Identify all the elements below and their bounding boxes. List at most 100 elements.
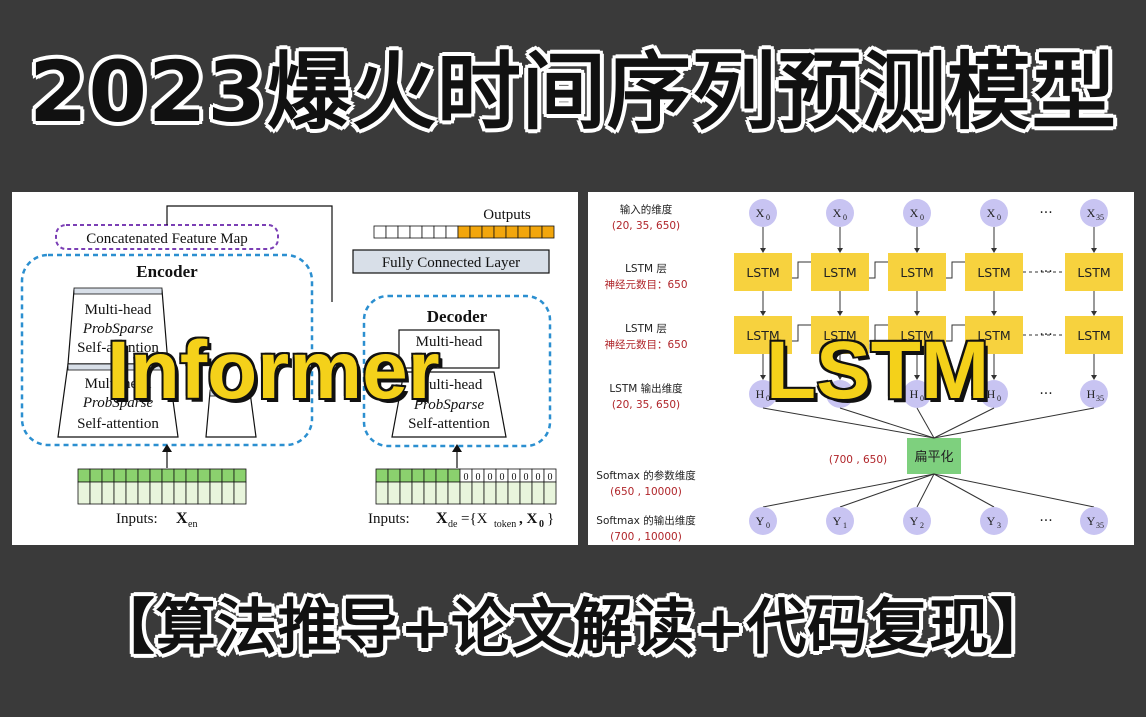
out-dim-value: (20, 35, 650)	[612, 399, 680, 411]
decoder-top-block	[398, 329, 500, 369]
h-to-flatten-line	[839, 407, 935, 439]
enc-inputs-sub: en	[188, 519, 197, 530]
lstm-layer2-cell-label: LSTM	[746, 328, 779, 343]
encoder-input-cell	[113, 481, 127, 505]
lstm-layer2-recurrent	[792, 324, 811, 342]
outputs-grid	[373, 225, 555, 239]
decoder-input-cell	[483, 481, 497, 505]
y-node-sub: 0	[766, 521, 770, 530]
decoder-input-cell-top	[375, 468, 389, 483]
x-to-lstm-arrow-head	[837, 248, 843, 253]
h-to-flatten-line	[762, 407, 935, 439]
lstm-overlay-label: LSTM	[764, 325, 990, 416]
encoder-input-cell-top	[197, 468, 211, 483]
x-node-circle	[1080, 199, 1108, 227]
lstm-layer2-recurrent	[946, 324, 965, 342]
h-node-label: H	[987, 387, 996, 401]
page-subtitle: 【算法推导+论文解读+代码复现】	[94, 593, 1052, 663]
lstm-to-h-arrow-head	[760, 375, 766, 380]
lstm-layer-link-head	[914, 311, 920, 316]
lstm-layer2-cell-box	[888, 316, 946, 354]
encoder-input-cell-top	[209, 468, 223, 483]
decoder-box	[362, 294, 552, 448]
h-to-flatten-line	[916, 407, 935, 439]
x-node-circle	[903, 199, 931, 227]
decoder-input-cell	[531, 481, 545, 505]
output-cell	[505, 225, 519, 239]
encoder-input-cell-top	[101, 468, 115, 483]
x-to-lstm-arrow-head	[914, 248, 920, 253]
lstm-layer1-cell-box	[965, 253, 1023, 291]
x-node-label: X	[987, 206, 996, 220]
decoder-input-cell	[423, 481, 437, 505]
dec-inputs-sub: de	[448, 519, 458, 530]
lstm-to-h-arrow-head	[914, 375, 920, 380]
decoder-input-cell-top	[435, 468, 449, 483]
h-node-label: H	[756, 387, 765, 401]
h-node-sub: 0	[997, 394, 1001, 403]
lstm-layer1-cell-box	[1065, 253, 1123, 291]
encoder-input-cell-top	[137, 468, 151, 483]
lstm-to-h-arrow-head	[991, 375, 997, 380]
encoder-block-2-cap	[67, 363, 169, 371]
dec-inputs-token-sub: token	[494, 519, 516, 530]
output-cell	[373, 225, 387, 239]
encoder-input-cell-top	[221, 468, 235, 483]
encoder-input-cell-top	[149, 468, 163, 483]
h-node-circle	[980, 380, 1008, 408]
lstm-to-h-arrow-head	[837, 375, 843, 380]
x-node-sub: 0	[920, 213, 924, 222]
ellipsis-4: ···	[1039, 513, 1052, 529]
x-to-lstm-arrow-head	[991, 248, 997, 253]
encoder-input-cell-top	[89, 468, 103, 483]
h-node-circle	[826, 380, 854, 408]
x-node-sub: 0	[997, 213, 1001, 222]
lstm-layer2-cell-box	[1065, 316, 1123, 354]
y-node-sub: 35	[1096, 521, 1104, 530]
h-node-label: H	[910, 387, 919, 401]
x-to-lstm-arrow-head	[1091, 248, 1097, 253]
encoder-input-cell-top	[113, 468, 127, 483]
x-node-circle	[980, 199, 1008, 227]
lstm-layer1-cell-label: LSTM	[900, 265, 933, 280]
decoder-zero-token: 0	[464, 472, 469, 483]
y-node-label: Y	[756, 514, 765, 528]
lstm-layer2-cell-box	[734, 316, 792, 354]
output-cell	[481, 225, 495, 239]
y-node-label: Y	[987, 514, 996, 528]
h-node-label: H	[833, 387, 842, 401]
decoder-title: Decoder	[427, 307, 488, 326]
enc1-line3: Self-attention	[77, 340, 159, 356]
flatten-to-y-line	[933, 473, 1095, 508]
softmax-param-title: Softmax 的参数维度	[596, 469, 696, 482]
dec-line3: Self-attention	[408, 416, 490, 432]
decoder-input-arrowhead	[452, 444, 462, 452]
x-node-label: X	[1087, 206, 1096, 220]
h-to-flatten-line	[933, 407, 995, 439]
flatten-box	[907, 438, 961, 474]
lstm-diagram-panel: 输入的维度 (20, 35, 650) LSTM 层 神经元数目：650 LST…	[588, 192, 1134, 545]
input-dim-title: 输入的维度	[620, 203, 673, 216]
y-node-sub: 1	[843, 521, 847, 530]
enc-inputs-label: Inputs:	[116, 511, 158, 527]
encoder-input-cell	[185, 481, 199, 505]
encoder-input-cell	[197, 481, 211, 505]
output-cell	[421, 225, 435, 239]
encoder-input-cell-top	[77, 468, 91, 483]
decoder-input-cell-top	[411, 468, 425, 483]
softmax-out-title: Softmax 的输出维度	[596, 514, 696, 527]
flatten-to-y-line	[839, 473, 935, 508]
decoder-input-cell	[387, 481, 401, 505]
feature-map-label: Concatenated Feature Map	[86, 231, 248, 247]
lstm-layer1-cell-label: LSTM	[823, 265, 856, 280]
ellipsis-0: ···	[1039, 205, 1052, 221]
feature-map-link	[166, 205, 333, 302]
y-node-sub: 2	[920, 521, 924, 530]
lstm-layer2-cell-label: LSTM	[977, 328, 1010, 343]
h-to-flatten-line	[933, 407, 1095, 439]
decoder-input-cell	[447, 481, 461, 505]
dec-line2: ProbSparse	[413, 397, 485, 413]
decoder-zero-token: 0	[548, 472, 553, 483]
h-node-label: H	[1087, 387, 1096, 401]
